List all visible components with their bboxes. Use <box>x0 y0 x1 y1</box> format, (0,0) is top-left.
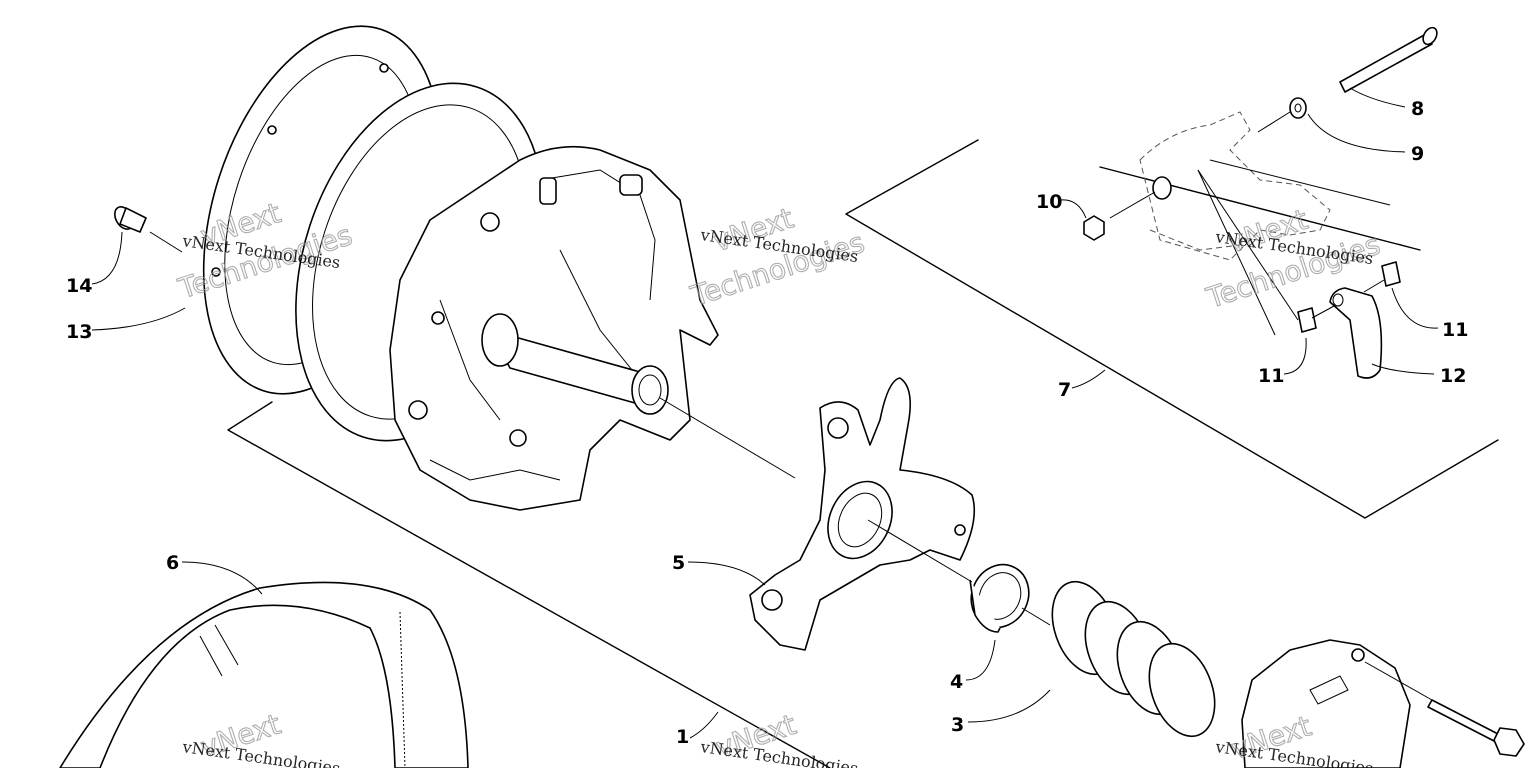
callout-5: 5 <box>672 552 685 574</box>
callout-3: 3 <box>951 714 964 736</box>
shim-part-11-upper <box>1381 261 1401 287</box>
washer-part-9 <box>1289 97 1307 119</box>
callout-13: 13 <box>66 321 92 343</box>
cover-bolt <box>1427 699 1525 757</box>
assembly-bracket-1 <box>227 401 831 768</box>
cam-arm-ghost <box>1139 111 1331 261</box>
spring-part-3 <box>1051 580 1216 738</box>
callout-8: 8 <box>1411 98 1424 120</box>
callout-11-lower: 11 <box>1258 365 1284 387</box>
spider-part-5 <box>749 377 976 651</box>
callout-labels: 1 3 4 5 6 7 8 9 10 11 11 12 13 14 <box>66 98 1468 748</box>
callout-9: 9 <box>1411 143 1424 165</box>
callout-4: 4 <box>950 671 963 693</box>
callout-12: 12 <box>1440 365 1466 387</box>
screw-part-14 <box>114 206 147 233</box>
clutch-spider-body <box>389 145 719 511</box>
shim-part-11-lower <box>1297 307 1317 333</box>
cam-weight-part-12 <box>1329 287 1383 379</box>
clutch-shaft-sleeve <box>481 313 669 415</box>
leader-lines <box>91 87 1439 739</box>
assembly-bracket-7 <box>845 139 1499 519</box>
callout-6: 6 <box>166 552 179 574</box>
bushing-part-4 <box>969 563 1030 633</box>
nut-part-10 <box>1083 215 1105 241</box>
callout-7: 7 <box>1058 379 1071 401</box>
callout-11-upper: 11 <box>1442 319 1468 341</box>
callout-14: 14 <box>66 275 92 297</box>
assembly-axis-lines <box>149 111 1433 701</box>
callout-1: 1 <box>676 726 689 748</box>
pin-part-8 <box>1339 26 1438 93</box>
callout-10: 10 <box>1036 191 1062 213</box>
clutch-cover-partial <box>1241 639 1411 768</box>
